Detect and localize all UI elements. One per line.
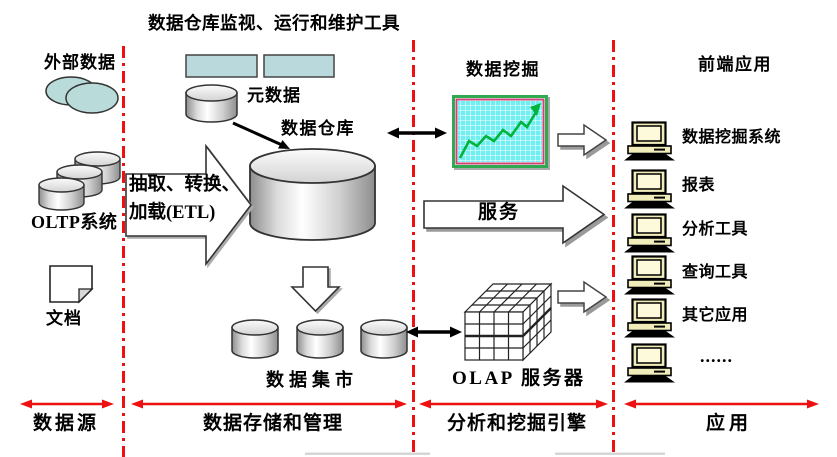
app-label-reports: 报表 [682, 177, 716, 194]
chart-to-apps-arrow [557, 123, 608, 157]
mart-cube-double-arrow [406, 326, 462, 338]
section-label-application: 应用 [706, 413, 753, 434]
data-marts-label: 数据集市 [266, 370, 358, 390]
app-label-data-mining-system: 数据挖掘系统 [682, 129, 782, 146]
external-data-icon [45, 76, 119, 114]
app-label-other-apps: 其它应用 [682, 307, 749, 324]
document-label: 文档 [46, 309, 82, 328]
service-label: 服务 [478, 202, 521, 223]
warehouse-mining-double-arrow [387, 127, 447, 139]
oltp-label: OLTP系统 [31, 212, 118, 232]
computer-icon [622, 298, 677, 339]
olap-server-label: OLAP 服务器 [452, 368, 586, 389]
maintenance-tool-boxes [185, 54, 335, 78]
app-label-query-tools: 查询工具 [682, 264, 749, 281]
mining-chart-icon [452, 95, 548, 168]
tools-title: 数据仓库监视、运行和维护工具 [148, 13, 400, 33]
etl-label-line2: 加载(ETL) [129, 203, 216, 223]
cropped-caption-remnant [305, 452, 665, 455]
metadata-label: 元数据 [247, 86, 301, 105]
data-mart-icons [231, 319, 408, 359]
section-label-analysis-engine: 分析和挖掘引擎 [447, 413, 588, 434]
warehouse-label: 数据仓库 [281, 119, 355, 138]
metadata-database-icon [185, 84, 238, 123]
cube-to-apps-arrow [557, 280, 608, 314]
section-span-arrows [20, 399, 819, 409]
computer-icon [622, 213, 677, 254]
olap-cube-icon [463, 282, 553, 362]
frontend-computer-icons [622, 121, 677, 384]
section-label-storage-management: 数据存储和管理 [203, 413, 344, 434]
document-icon [49, 265, 94, 304]
data-mining-label: 数据挖掘 [466, 60, 540, 79]
computer-icon [622, 255, 677, 296]
etl-label: 抽取、转换、 加载(ETL) [129, 171, 240, 227]
computer-icon [622, 169, 677, 210]
frontend-title-label: 前端应用 [698, 55, 772, 74]
app-label-ellipsis: ...... [700, 346, 733, 366]
external-data-label: 外部数据 [44, 53, 116, 72]
warehouse-database-icon [249, 148, 376, 241]
warehouse-to-marts-arrow [290, 266, 341, 313]
zone-divider-lines [122, 40, 615, 457]
section-label-data-source: 数据源 [33, 413, 100, 434]
metadata-to-warehouse-arrow [232, 121, 290, 149]
etl-label-line1: 抽取、转换、 [129, 175, 241, 195]
computer-icon [622, 343, 677, 384]
app-label-analysis-tools: 分析工具 [682, 221, 749, 238]
etl-arrow [125, 143, 253, 267]
computer-icon [622, 121, 677, 162]
service-arrow [423, 184, 606, 245]
oltp-database-icons [38, 151, 121, 211]
